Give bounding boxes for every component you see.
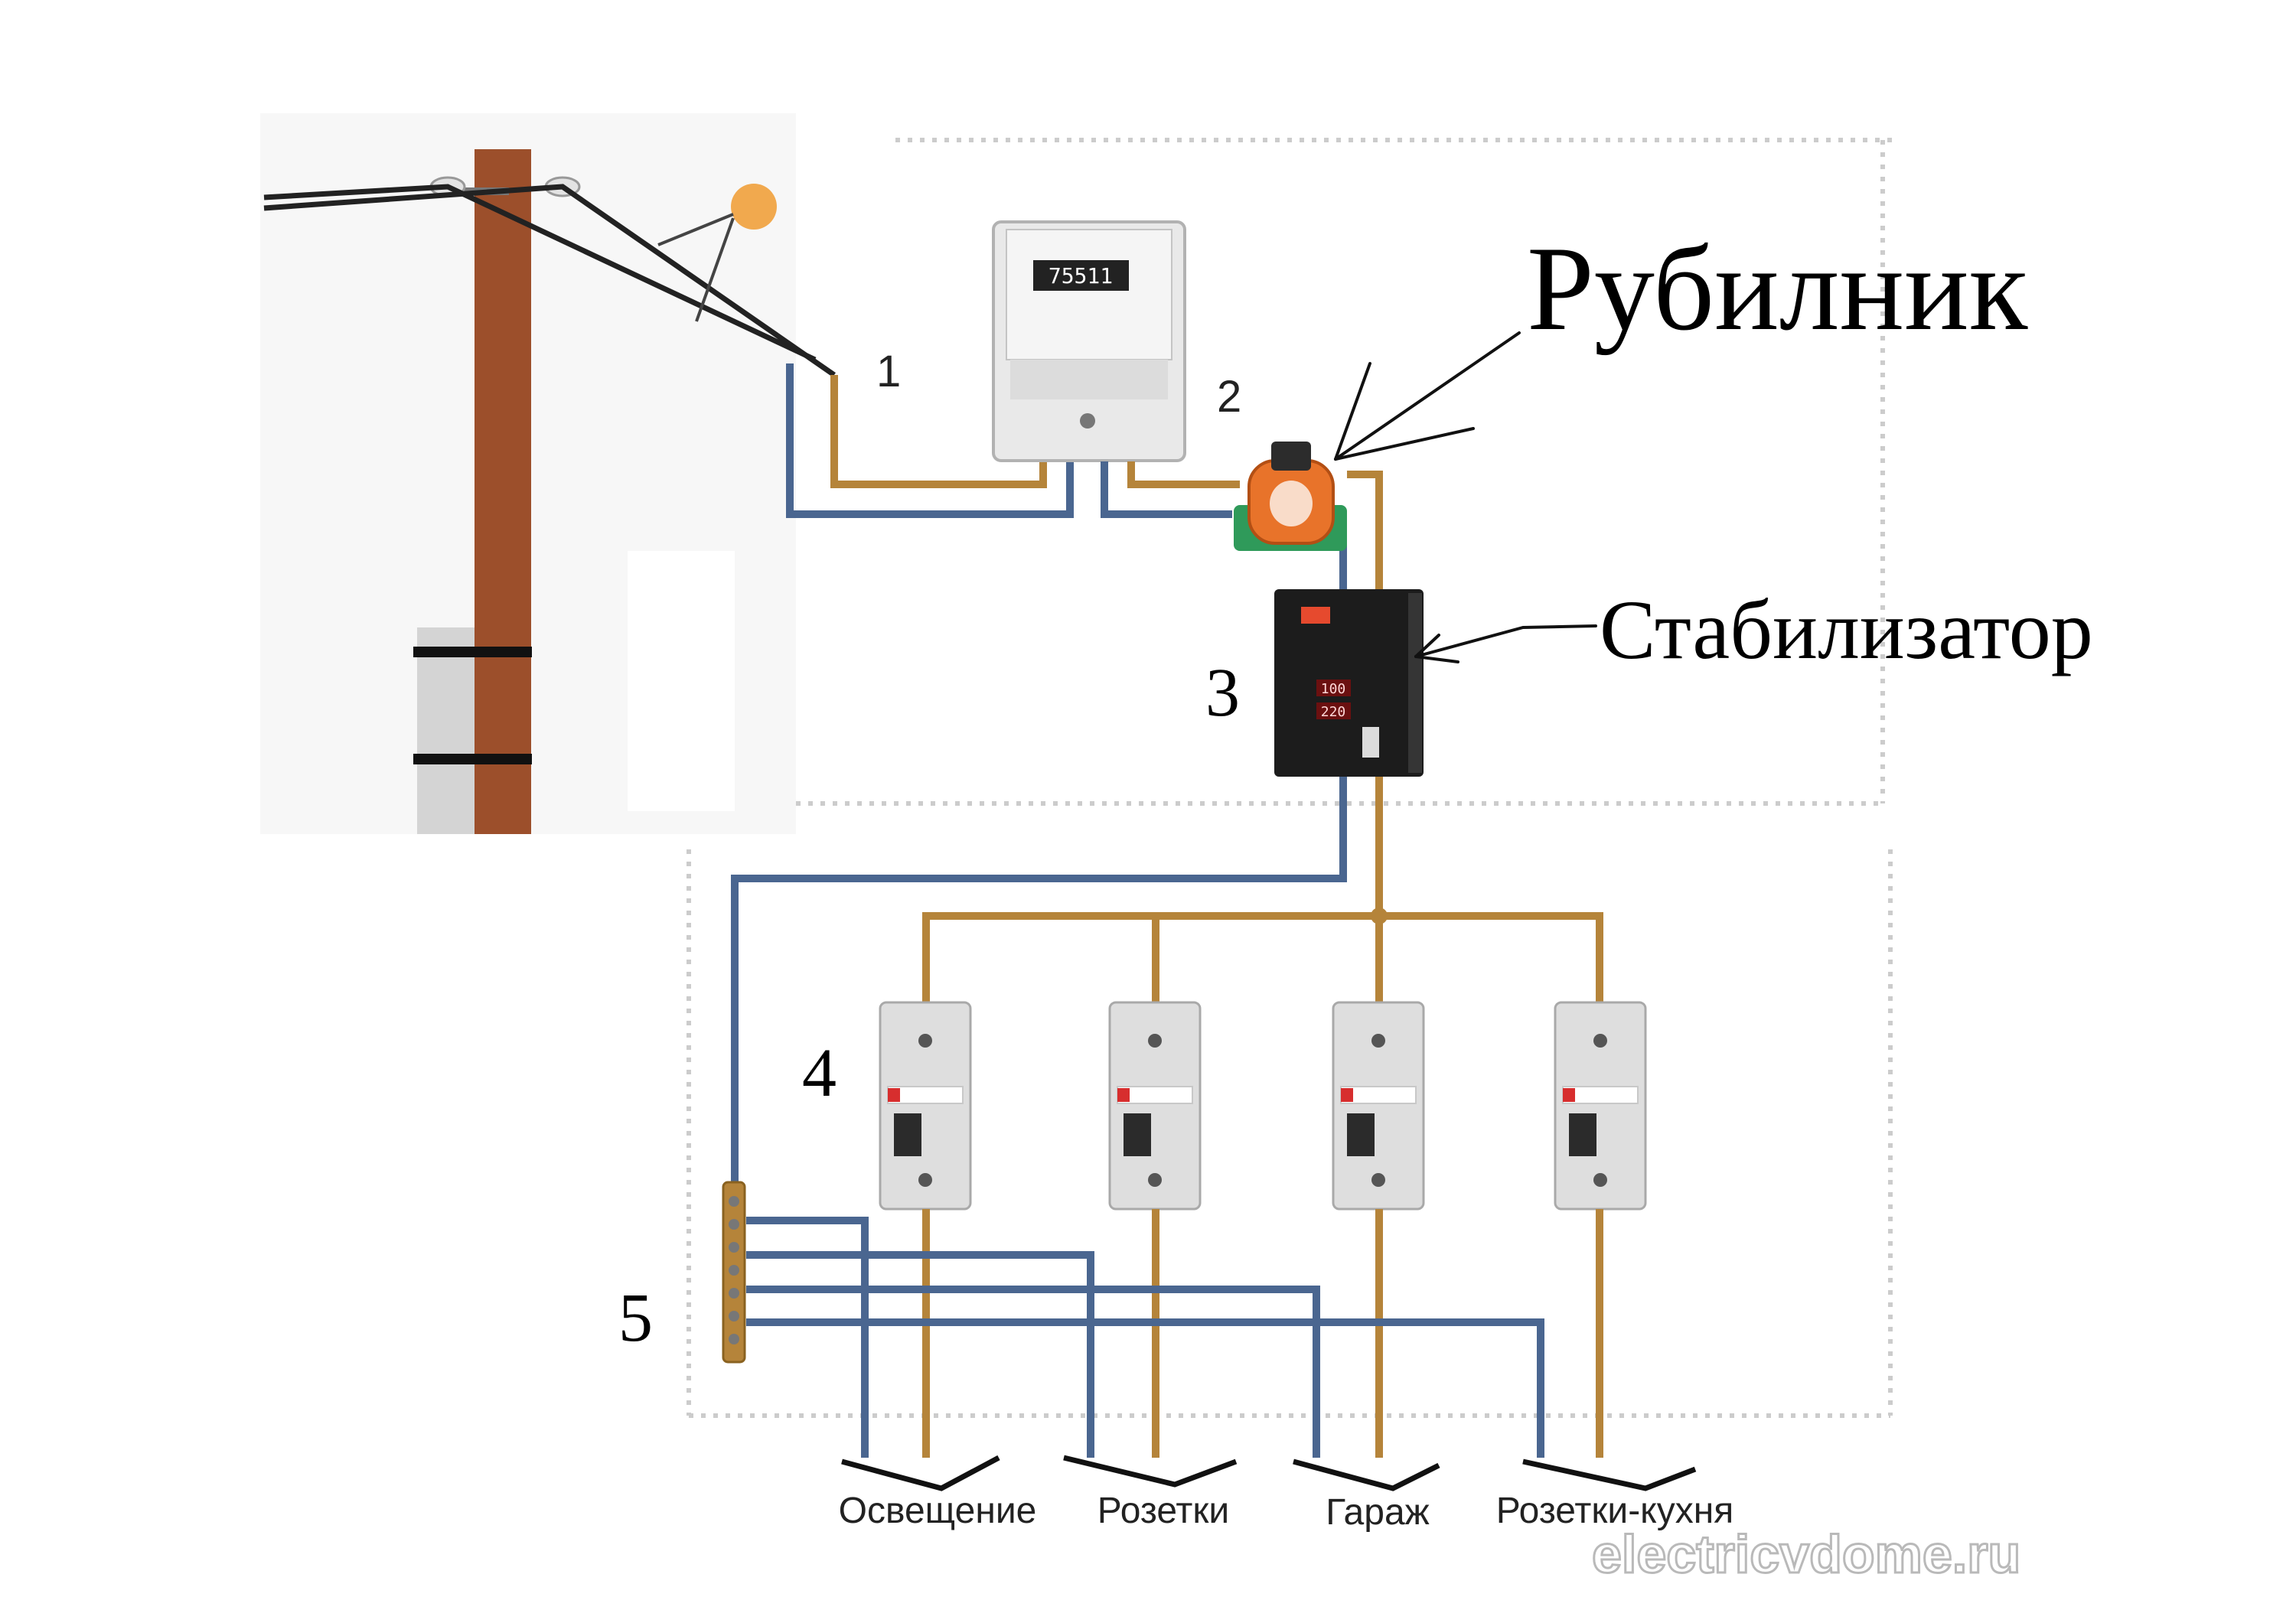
- switch-handle-icon: [1271, 442, 1311, 471]
- breaker-lever-icon: [1569, 1113, 1596, 1156]
- stabilizer-display-bottom: [1316, 702, 1351, 719]
- marker-neutral-bus: 5: [618, 1280, 653, 1356]
- outgoing-phase-wires: [922, 1209, 1603, 1458]
- stabilizer-callout-label: Стабилизатор: [1600, 583, 2093, 676]
- circuit-label-sockets: Розетки: [1097, 1491, 1229, 1531]
- stabilizer-brand-badge: [1301, 607, 1330, 624]
- pole-clamp-band: [413, 647, 532, 657]
- marker-leader: [695, 217, 735, 322]
- breaker-lever-icon: [894, 1113, 921, 1156]
- switch-highlight: [1270, 481, 1313, 526]
- marker-breakers: 4: [802, 1035, 837, 1111]
- circuit-label-kitchen-sockets: Розетки-кухня: [1496, 1491, 1733, 1531]
- stabilizer-display-top: [1316, 680, 1351, 696]
- neutral-wires: [746, 1217, 1544, 1458]
- circuit-outputs: [841, 1455, 1697, 1491]
- breaker-lever-icon: [1347, 1113, 1375, 1156]
- breaker-group: [879, 1001, 1647, 1211]
- pole-clamp-band: [413, 754, 532, 764]
- marker-switch: 2: [1217, 372, 1241, 422]
- meter-window: [1006, 229, 1172, 360]
- meter-counter: [1033, 260, 1129, 291]
- pole-photo-cutout: [628, 551, 735, 811]
- circuit-label-garage: Гараж: [1326, 1492, 1430, 1533]
- power-pole: [260, 113, 836, 834]
- watermark: electricvdome.ru: [1592, 1524, 2020, 1584]
- callout-arrows: [1334, 331, 1597, 663]
- overhead-line: [263, 184, 836, 377]
- switch-callout-label: Рубилник: [1527, 222, 2028, 356]
- breaker-lever-icon: [1124, 1113, 1151, 1156]
- pole-wooden-post: [475, 149, 531, 834]
- marker-leader: [657, 213, 734, 246]
- circuit-label-lighting: Освещение: [839, 1491, 1037, 1531]
- main-feed-wires: [731, 777, 1603, 1194]
- meter-terminal-strip: [1010, 360, 1168, 399]
- stabilizer-side: [1408, 593, 1422, 773]
- service-drop-marker-icon: [731, 184, 777, 230]
- marker-stabilizer: 3: [1205, 655, 1240, 731]
- circuit-breaker-lighting: [879, 1001, 972, 1211]
- overhead-line: [263, 184, 817, 363]
- stabilizer-switch-icon: [1362, 727, 1379, 758]
- neutral-bus-bar: [722, 1181, 746, 1364]
- stabilizer-display-bottom-value: 220: [1321, 704, 1346, 720]
- circuit-breaker-kitchen: [1554, 1001, 1647, 1211]
- meter-reading: 75511: [1049, 263, 1113, 288]
- service-drop-wires: [786, 363, 1074, 518]
- stabilizer-display-top-value: 100: [1321, 681, 1346, 697]
- circuit-breaker-garage: [1332, 1001, 1425, 1211]
- meter-screw-icon: [1080, 413, 1095, 429]
- knife-switch: [1234, 442, 1347, 551]
- marker-meter: 1: [876, 347, 901, 396]
- circuit-breaker-sockets: [1108, 1001, 1202, 1211]
- voltage-stabilizer: 100 220: [1274, 589, 1424, 777]
- pole-concrete-base: [417, 627, 477, 834]
- electric-meter: 75511: [992, 220, 1186, 462]
